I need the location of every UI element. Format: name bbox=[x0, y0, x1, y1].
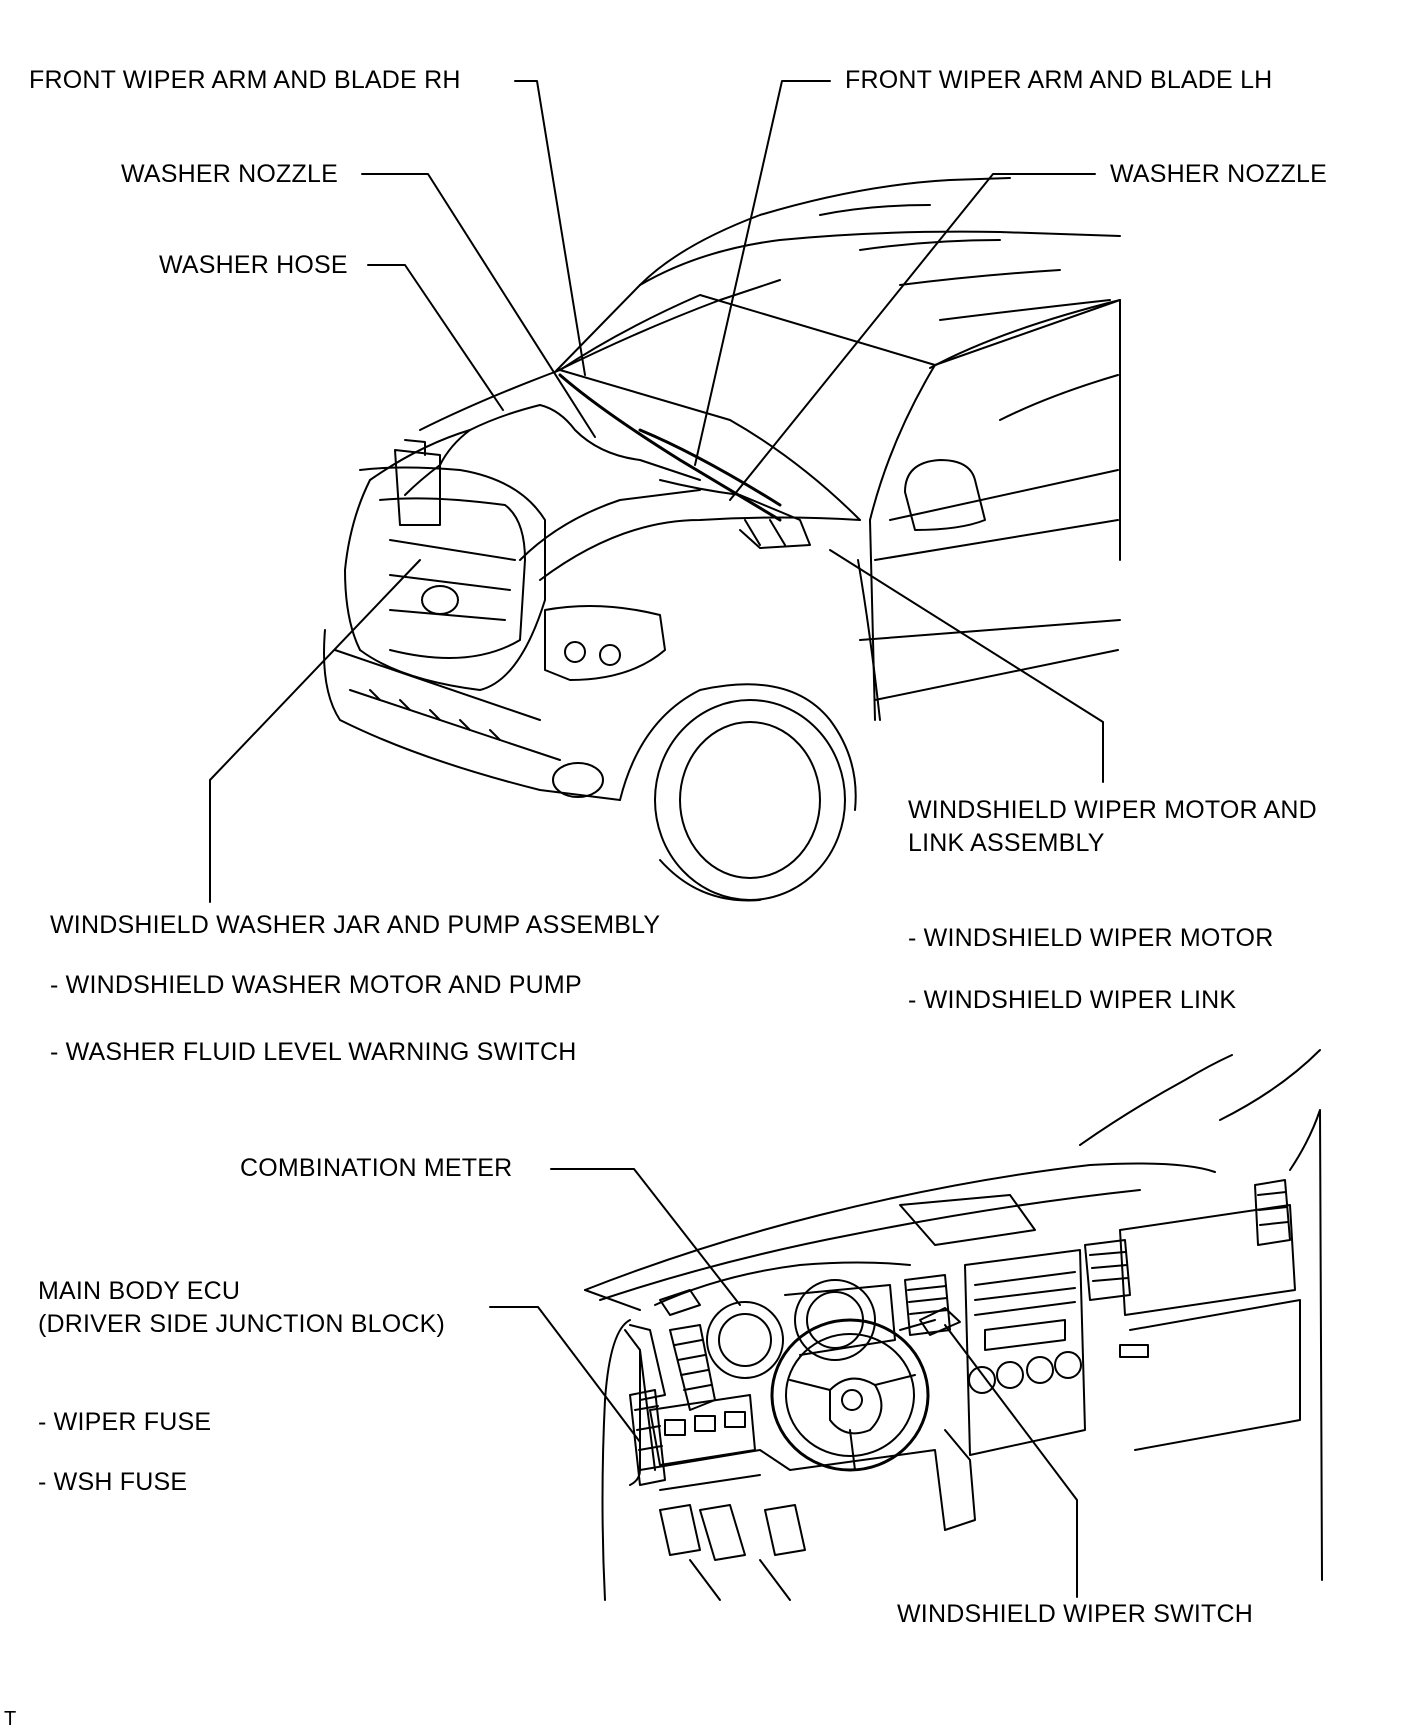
label-main-body-ecu-line1: MAIN BODY ECU bbox=[38, 1277, 241, 1305]
label-wsh-fuse-sub: - WSH FUSE bbox=[38, 1468, 188, 1496]
leader-main-body-ecu bbox=[489, 1306, 641, 1443]
dashboard-illustration bbox=[584, 1049, 1323, 1601]
label-washer-nozzle-left: WASHER NOZZLE bbox=[121, 160, 338, 188]
leader-wiper-switch bbox=[944, 1324, 1078, 1598]
corner-mark: T bbox=[4, 1708, 17, 1730]
label-combination-meter: COMBINATION METER bbox=[240, 1154, 513, 1182]
label-wiper-motor-link-line2: LINK ASSEMBLY bbox=[908, 829, 1105, 857]
leader-washer-jar bbox=[209, 559, 421, 903]
leader-wiper-arm-lh bbox=[694, 80, 831, 466]
leader-washer-nozzle-right bbox=[729, 173, 1096, 501]
label-washer-hose: WASHER HOSE bbox=[159, 251, 348, 279]
label-wiper-motor-sub: - WINDSHIELD WIPER MOTOR bbox=[908, 924, 1274, 952]
leader-washer-nozzle-left bbox=[361, 173, 596, 438]
label-wiper-motor-link-line1: WINDSHIELD WIPER MOTOR AND bbox=[908, 796, 1317, 824]
truck-illustration bbox=[323, 177, 1121, 902]
label-wiper-fuse-sub: - WIPER FUSE bbox=[38, 1408, 212, 1436]
leader-wiper-motor-link bbox=[829, 549, 1104, 783]
label-main-body-ecu-line2: (DRIVER SIDE JUNCTION BLOCK) bbox=[38, 1310, 446, 1338]
label-wiper-link-sub: - WINDSHIELD WIPER LINK bbox=[908, 986, 1237, 1014]
label-washer-nozzle-right: WASHER NOZZLE bbox=[1110, 160, 1327, 188]
label-washer-jar: WINDSHIELD WASHER JAR AND PUMP ASSEMBLY bbox=[50, 911, 661, 939]
label-wiper-switch: WINDSHIELD WIPER SWITCH bbox=[897, 1600, 1253, 1628]
label-washer-motor-sub: - WINDSHIELD WASHER MOTOR AND PUMP bbox=[50, 971, 582, 999]
leader-wiper-arm-rh bbox=[514, 80, 586, 376]
leader-combination-meter bbox=[550, 1168, 741, 1306]
label-wiper-arm-lh: FRONT WIPER ARM AND BLADE LH bbox=[845, 66, 1273, 94]
leader-lines bbox=[209, 80, 1104, 1598]
label-fluid-switch-sub: - WASHER FLUID LEVEL WARNING SWITCH bbox=[50, 1038, 577, 1066]
leader-washer-hose bbox=[367, 264, 504, 411]
label-wiper-arm-rh: FRONT WIPER ARM AND BLADE RH bbox=[29, 66, 461, 94]
